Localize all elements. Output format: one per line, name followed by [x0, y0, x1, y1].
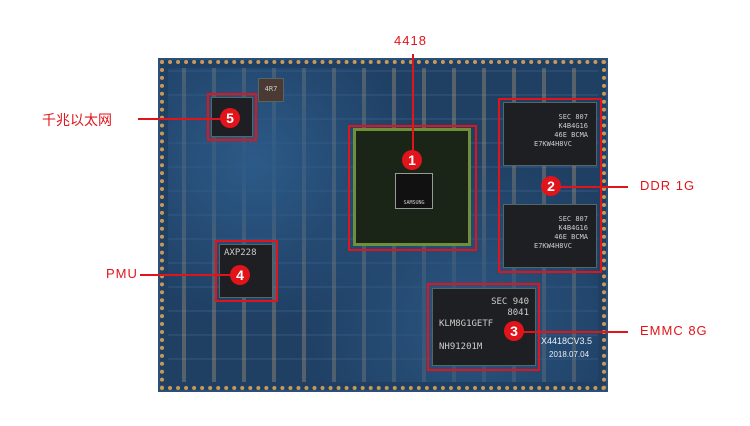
ethernet-highlight [207, 93, 257, 141]
marker-4: 4 [230, 265, 250, 285]
ddr-marking: 46E BCMA [554, 131, 588, 139]
emmc-leader [514, 331, 628, 333]
emmc-marking: SEC 940 [491, 297, 529, 307]
soc-leader [412, 54, 414, 170]
marker-5: 5 [220, 108, 240, 128]
marker-1: 1 [402, 150, 422, 170]
label-ddr: DDR 1G [640, 178, 696, 193]
ddr-chip-bottom: SEC 807 K4B4G16 46E BCMA E7KW4H8VC [503, 204, 597, 268]
emmc-highlight [427, 283, 540, 371]
board-model: X4418CV3.5 [541, 336, 593, 346]
ddr-marking: E7KW4H8VC [534, 140, 572, 148]
ddr-marking: E7KW4H8VC [534, 242, 572, 250]
label-emmc: EMMC 8G [640, 323, 708, 338]
label-soc: 4418 [394, 33, 427, 48]
ddr-marking: K4B4G16 [558, 122, 588, 130]
ddr-marking: K4B4G16 [558, 224, 588, 232]
ddr-marking: SEC 807 [558, 215, 588, 223]
marker-3: 3 [504, 321, 524, 341]
ddr-marking: 46E BCMA [554, 233, 588, 241]
emmc-marking: NH91201M [439, 342, 483, 352]
soc-marking: SAMSUNG [403, 200, 425, 206]
ddr-chip-top: SEC 807 K4B4G16 46E BCMA E7KW4H8VC [503, 102, 597, 166]
inductor: 4R7 [258, 78, 284, 102]
ddr-leader [558, 186, 628, 188]
ethernet-leader [138, 118, 222, 120]
emmc-marking: KLM8G1GETF [439, 319, 494, 329]
label-ethernet: 千兆以太网 [42, 112, 112, 128]
soc-die: SAMSUNG [395, 173, 433, 209]
ddr-highlight [498, 98, 602, 273]
pmu-leader [140, 274, 232, 276]
board-date: 2018.07.04 [549, 350, 590, 359]
ddr-marking: SEC 807 [558, 113, 588, 121]
pmu-highlight [215, 240, 278, 302]
marker-2: 2 [541, 176, 561, 196]
emmc-marking: 8041 [507, 308, 529, 318]
label-pmu: PMU [106, 266, 138, 281]
pmu-marking: AXP228 [224, 248, 257, 258]
